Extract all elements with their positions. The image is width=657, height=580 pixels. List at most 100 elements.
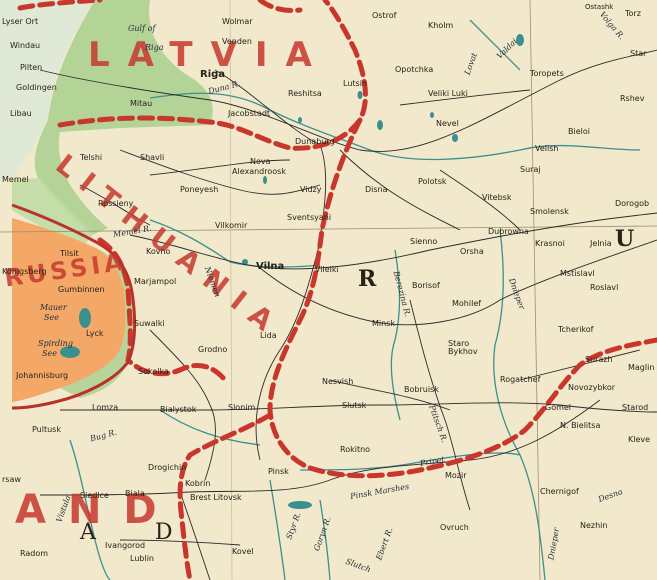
town-lublin[interactable]: Lublin — [130, 554, 154, 563]
town-vilkomir[interactable]: Vilkomir — [215, 221, 248, 230]
town-slonim[interactable]: Slonim — [228, 403, 256, 412]
town-alexandroosk[interactable]: Alexandroosk — [232, 167, 286, 176]
town-radom[interactable]: Radom — [20, 549, 49, 558]
town-vileiki[interactable]: Vileiki — [315, 265, 339, 274]
town-sventsyany[interactable]: Sventsyani — [287, 213, 332, 222]
town-stary-bykhov[interactable]: Staro Bykhov — [448, 339, 478, 356]
town-opotchka[interactable]: Opotchka — [395, 65, 434, 74]
town-shavli[interactable]: Shavli — [140, 153, 165, 162]
town-chernigof[interactable]: Chernigof — [540, 487, 579, 496]
town-wolmar[interactable]: Wolmar — [222, 17, 253, 26]
town-slutsk[interactable]: Slutsk — [342, 401, 367, 410]
water-see1: See — [44, 313, 59, 322]
town-bieloi[interactable]: Bieloi — [568, 127, 590, 136]
town-polotsk[interactable]: Polotsk — [418, 177, 447, 186]
town-n-bielitsa[interactable]: N. Bielitsa — [560, 421, 601, 430]
town-lyser[interactable]: Lyser Ort — [2, 17, 39, 26]
town-roslavl[interactable]: Roslavl — [590, 283, 619, 292]
town-tilsit[interactable]: Tilsit — [60, 249, 79, 258]
town-torzhok[interactable]: Torz — [625, 9, 641, 18]
town-lutsin[interactable]: Lutsin — [343, 79, 367, 88]
town-sokolka[interactable]: Sokolka — [138, 367, 169, 376]
town-kholm[interactable]: Kholm — [428, 21, 454, 30]
town-rossieny[interactable]: Rossieny — [98, 199, 134, 208]
town-nova[interactable]: Nova — [250, 157, 271, 166]
town-vidzy[interactable]: Vidzy — [300, 185, 322, 194]
town-ostrof[interactable]: Ostrof — [372, 11, 397, 20]
town-ovruch[interactable]: Ovruch — [440, 523, 469, 532]
town-libau[interactable]: Libau — [10, 109, 32, 118]
town-drogichin[interactable]: Drogichin — [148, 463, 187, 472]
town-lida[interactable]: Lida — [260, 331, 277, 340]
town-nevel[interactable]: Nevel — [436, 119, 459, 128]
town-suraj[interactable]: Suraj — [520, 165, 541, 174]
town-brest[interactable]: Brest Litovsk — [190, 493, 242, 502]
town-smolensk[interactable]: Smolensk — [530, 207, 569, 216]
town-rogatchef[interactable]: Rogatchef — [500, 375, 541, 384]
town-bobruisk[interactable]: Bobruisk — [404, 385, 439, 394]
town-jelnia[interactable]: Jelnia — [590, 239, 612, 248]
town-goldingen[interactable]: Goldingen — [16, 83, 57, 92]
town-gumbinnen[interactable]: Gumbinnen — [58, 285, 105, 294]
town-maglin[interactable]: Maglin — [628, 363, 655, 372]
town-kobrin[interactable]: Kobrin — [185, 479, 211, 488]
town-krasnoi[interactable]: Krasnoi — [535, 239, 565, 248]
town-windau[interactable]: Windau — [10, 41, 41, 50]
town-surazh-s[interactable]: Surazh — [585, 355, 613, 364]
town-mohilef[interactable]: Mohilef — [452, 299, 482, 308]
town-telsh[interactable]: Telshi — [80, 153, 103, 162]
town-pinsk[interactable]: Pinsk — [268, 467, 289, 476]
town-dunaburg[interactable]: Dunaburg — [295, 137, 335, 146]
town-velish[interactable]: Velish — [535, 144, 559, 153]
town-minsk[interactable]: Minsk — [372, 319, 395, 328]
town-sienno[interactable]: Sienno — [410, 237, 438, 246]
town-veliki-luki[interactable]: Veliki Luki — [428, 89, 468, 98]
town-mitau[interactable]: Mitau — [130, 99, 153, 108]
town-dubrowna[interactable]: Dubrowna — [488, 227, 529, 236]
town-vilna[interactable]: Vilna — [256, 261, 285, 272]
town-rokitno[interactable]: Rokitno — [340, 445, 371, 454]
town-mozir[interactable]: Mozir — [445, 471, 467, 480]
region-latvia: LATVIA — [88, 35, 330, 75]
town-orsha[interactable]: Orsha — [460, 247, 484, 256]
town-tcherikof[interactable]: Tcherikof — [558, 325, 594, 334]
town-suwalki[interactable]: Suwalki — [134, 319, 165, 328]
town-pultusk[interactable]: Pultusk — [32, 425, 61, 434]
town-borisof[interactable]: Borisof — [412, 281, 440, 290]
town-ivangorod[interactable]: Ivangorod — [105, 541, 146, 550]
town-riga[interactable]: Riga — [200, 69, 226, 80]
town-siedlce[interactable]: Siedlce — [80, 491, 109, 500]
town-staritsa[interactable]: Star — [630, 49, 647, 58]
town-nezhin[interactable]: Nezhin — [580, 521, 608, 530]
town-rshev[interactable]: Rshev — [620, 94, 645, 103]
town-novozybkov[interactable]: Novozybkor — [568, 383, 616, 392]
town-bialystok[interactable]: Bialystok — [160, 405, 197, 414]
town-vitebsk[interactable]: Vitebsk — [482, 193, 512, 202]
town-johannisburg[interactable]: Johannisburg — [16, 371, 69, 380]
town-biala[interactable]: Biala — [125, 489, 145, 498]
town-dorogobuzh[interactable]: Dorogob — [615, 199, 650, 208]
town-klintsy[interactable]: Kleve — [628, 435, 651, 444]
town-kovno[interactable]: Kovno — [146, 247, 171, 256]
town-warsaw[interactable]: rsaw — [2, 475, 21, 484]
town-gomel[interactable]: Gomel — [545, 403, 572, 412]
town-toropets[interactable]: Toropets — [530, 69, 564, 78]
town-konigsberg[interactable]: Königsberg — [2, 267, 47, 276]
town-pilten[interactable]: Pilten — [20, 63, 43, 72]
town-venden[interactable]: Venden — [222, 37, 252, 46]
town-lyck[interactable]: Lyck — [86, 329, 104, 338]
town-mstislavl[interactable]: Mstislavl — [560, 269, 595, 278]
town-memel[interactable]: Memel — [2, 175, 29, 184]
town-reshitsa[interactable]: Reshitsa — [288, 89, 322, 98]
town-ponevyesh[interactable]: Poneyesh — [180, 185, 219, 194]
town-kovel[interactable]: Kovel — [232, 547, 254, 556]
town-jacobstadt[interactable]: Jacobstadt — [228, 109, 271, 118]
town-disna[interactable]: Disna — [365, 185, 388, 194]
town-nesvish[interactable]: Nesvish — [322, 377, 354, 386]
town-starod[interactable]: Starod — [622, 403, 649, 412]
town-lomza[interactable]: Lomza — [92, 403, 119, 412]
town-grodno[interactable]: Grodno — [198, 345, 228, 354]
town-marjampol[interactable]: Marjampol — [134, 277, 177, 286]
town-ostashkov[interactable]: Ostashk — [585, 3, 614, 11]
